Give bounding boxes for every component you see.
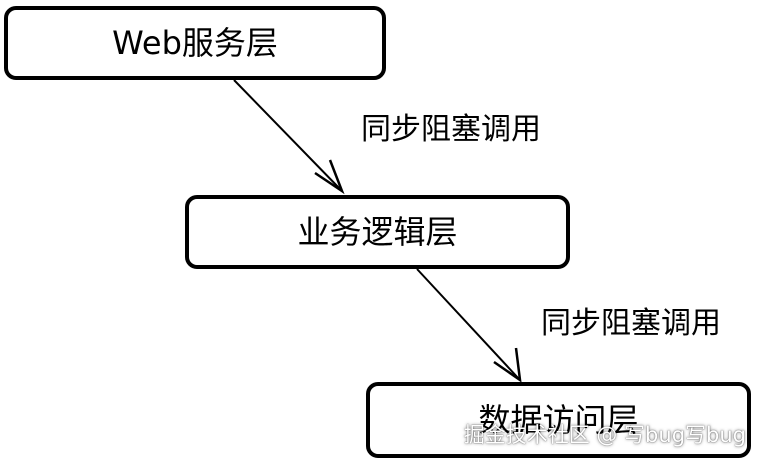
node-web-layer: Web服务层 (4, 6, 386, 80)
node-business-layer: 业务逻辑层 (185, 195, 570, 269)
watermark: 掘金技术社区 @ 写bug写bug (463, 423, 746, 447)
node-web-layer-label: Web服务层 (112, 24, 278, 62)
edge-label-biz-to-data: 同步阻塞调用 (541, 306, 721, 341)
arrow-biz-to-data (416, 268, 521, 381)
arrowhead-web-to-biz (314, 159, 345, 195)
node-data-access-layer-label: 数据访问层 (478, 401, 639, 439)
node-business-layer-label: 业务逻辑层 (297, 213, 458, 251)
arrow-web-to-biz (233, 79, 343, 192)
edge-label-web-to-biz: 同步阻塞调用 (361, 112, 541, 147)
node-data-access-layer: 数据访问层 (366, 382, 751, 458)
arrowhead-biz-to-data (493, 347, 522, 383)
